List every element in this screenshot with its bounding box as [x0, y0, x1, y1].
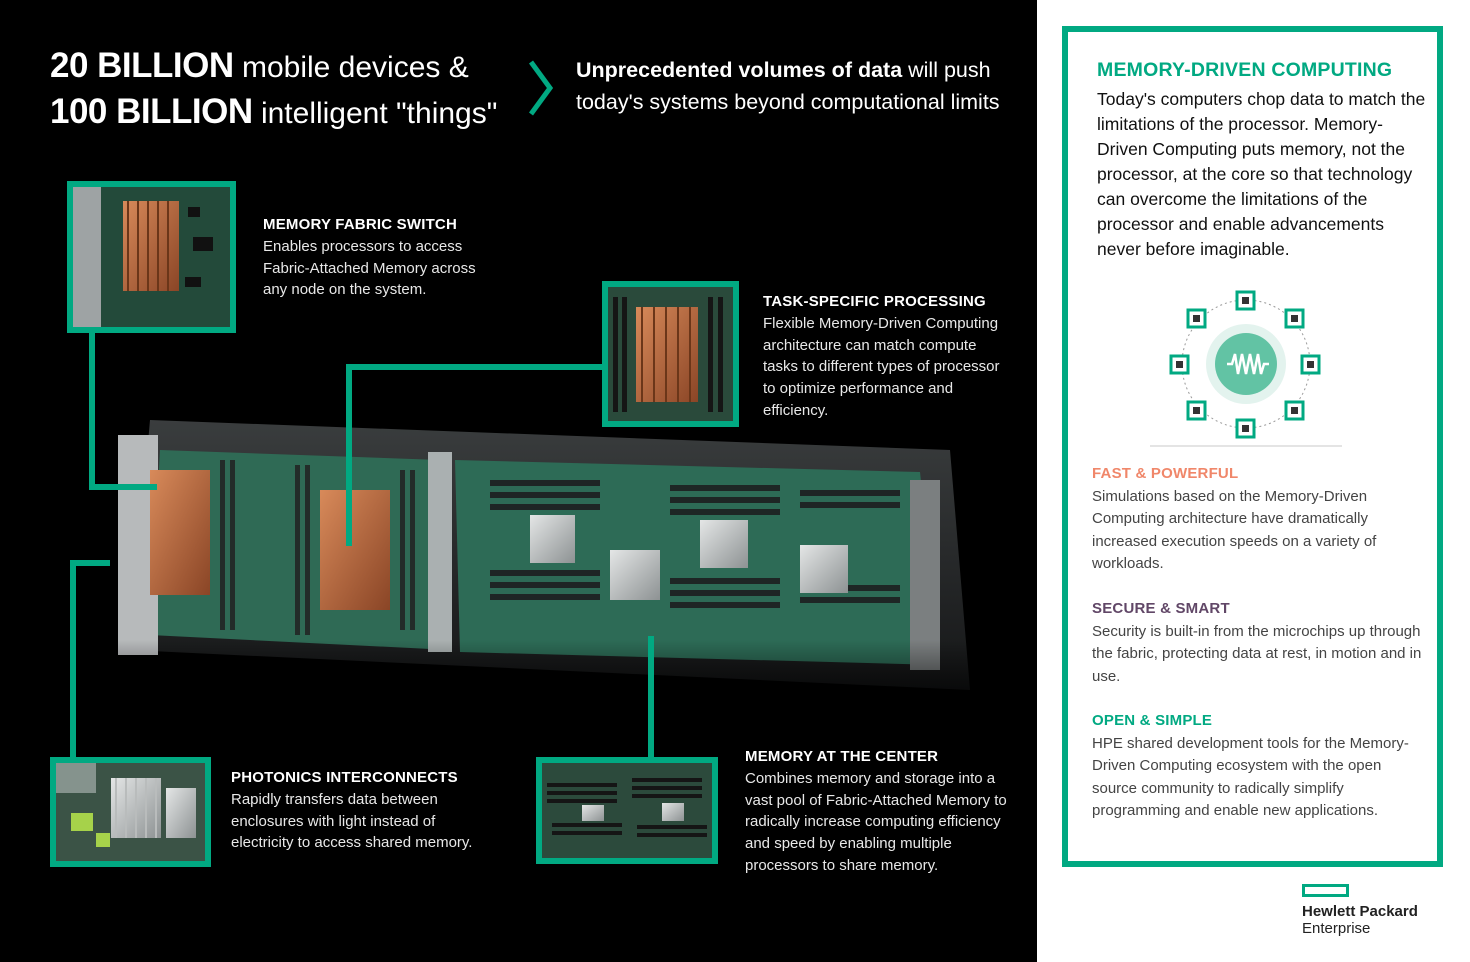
feature-fast: FAST & POWERFUL Simulations based on the…	[1092, 463, 1422, 576]
logo-name: Hewlett Packard	[1302, 903, 1418, 920]
memory-fabric-switch-image	[67, 181, 236, 333]
connector-line	[346, 364, 352, 546]
callout-text: Enables processors to access Fabric-Atta…	[263, 237, 476, 299]
task-processing-image	[602, 281, 739, 427]
feature-title: FAST & POWERFUL	[1092, 465, 1239, 482]
panel-intro: Today's computers chop data to match the…	[1097, 89, 1426, 259]
connector-line	[89, 332, 95, 490]
info-panel: MEMORY-DRIVEN COMPUTING Today's computer…	[1062, 26, 1443, 867]
hpe-logo: Hewlett Packard Enterprise	[1302, 884, 1418, 937]
server-hardware-image	[110, 420, 970, 730]
callout-task-processing: TASK-SPECIFIC PROCESSING Flexible Memory…	[763, 291, 1013, 422]
headline-stat-2: 100 BILLION	[50, 92, 253, 131]
callout-text: Flexible Memory-Driven Computing archite…	[763, 314, 1000, 419]
feature-text: Simulations based on the Memory-Driven C…	[1092, 487, 1377, 573]
callout-fabric-switch: MEMORY FABRIC SWITCH Enables processors …	[263, 214, 503, 301]
connector-line	[70, 560, 76, 760]
callout-title: MEMORY AT THE CENTER	[745, 748, 939, 765]
hpe-logo-mark	[1302, 884, 1349, 897]
subhead-bold: Unprecedented volumes of data	[576, 58, 903, 82]
connector-line	[70, 560, 110, 566]
headline: 20 BILLION mobile devices & 100 BILLION …	[50, 44, 497, 136]
callout-title: TASK-SPECIFIC PROCESSING	[763, 293, 986, 310]
callout-title: MEMORY FABRIC SWITCH	[263, 216, 457, 233]
callout-text: Rapidly transfers data between enclosure…	[231, 790, 473, 852]
connector-line	[346, 364, 604, 370]
feature-title: OPEN & SIMPLE	[1092, 712, 1213, 729]
callout-memory-center: MEMORY AT THE CENTER Combines memory and…	[745, 746, 1010, 877]
feature-secure: SECURE & SMART Security is built-in from…	[1092, 598, 1422, 688]
subhead-rest: will push today's systems beyond computa…	[576, 58, 1000, 114]
headline-stat-1: 20 BILLION	[50, 46, 234, 85]
subheadline: Unprecedented volumes of data will push …	[576, 54, 1026, 118]
hero-section: 20 BILLION mobile devices & 100 BILLION …	[0, 0, 1037, 962]
feature-title: SECURE & SMART	[1092, 600, 1230, 617]
headline-text-1: mobile devices &	[233, 51, 469, 84]
panel-title: MEMORY-DRIVEN COMPUTING	[1097, 59, 1393, 81]
feature-text: HPE shared development tools for the Mem…	[1092, 734, 1409, 820]
memory-core-diagram-icon	[1150, 290, 1342, 447]
connector-line	[648, 636, 654, 760]
connector-line	[89, 484, 157, 490]
chevron-right-icon	[528, 60, 554, 116]
callout-title: PHOTONICS INTERCONNECTS	[231, 769, 458, 786]
photonics-image	[50, 757, 211, 867]
memory-center-image	[536, 757, 718, 864]
logo-sub: Enterprise	[1302, 920, 1371, 937]
headline-text-2: intelligent "things"	[252, 97, 498, 130]
callout-text: Combines memory and storage into a vast …	[745, 769, 1007, 874]
callout-photonics: PHOTONICS INTERCONNECTS Rapidly transfer…	[231, 767, 481, 854]
feature-open: OPEN & SIMPLE HPE shared development too…	[1092, 710, 1422, 823]
feature-text: Security is built-in from the microchips…	[1092, 622, 1422, 685]
